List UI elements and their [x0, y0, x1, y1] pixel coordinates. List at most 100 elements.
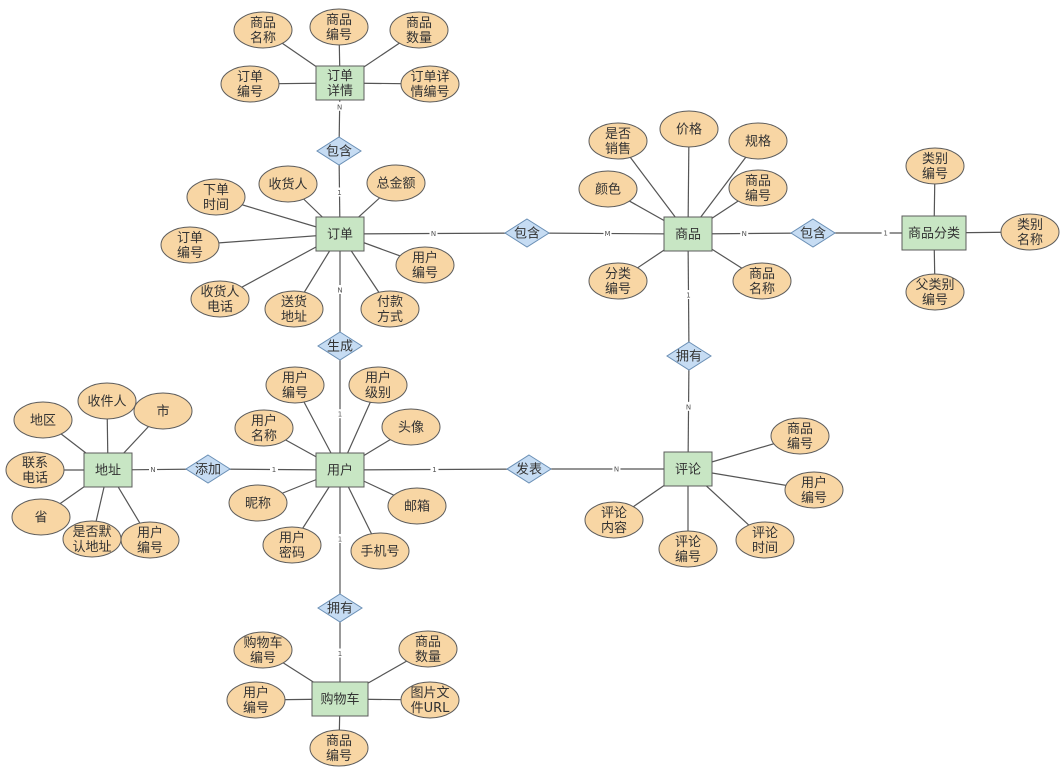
- attribute-order-total: 总金额: [366, 164, 426, 202]
- attribute-label: 用户名称: [251, 413, 277, 444]
- attribute-label: 分类编号: [605, 267, 631, 297]
- attribute-cart-product-id: 商品编号: [309, 729, 369, 767]
- relationship-label: 拥有: [327, 602, 353, 617]
- attribute-label: 收件人: [87, 395, 126, 410]
- attribute-label: 商品名称: [250, 16, 276, 46]
- entity-label: 购物车: [320, 692, 359, 708]
- attribute-label: 用户编号: [137, 525, 163, 556]
- attribute-label: 送货地址: [281, 294, 307, 325]
- attribute-label: 商品名称: [749, 267, 775, 297]
- entity-order-detail: 订单详情: [315, 65, 365, 101]
- entities: 订单详情订单商品商品分类地址用户评论购物车: [83, 65, 967, 717]
- attribute-label: 商品数量: [415, 635, 441, 665]
- attribute-label: 联系电话: [22, 456, 48, 486]
- entity-label: 地址: [95, 464, 121, 479]
- attribute-label: 商品数量: [406, 16, 432, 46]
- attribute-label: 订单编号: [177, 231, 203, 261]
- relationship-label: 包含: [514, 226, 540, 242]
- attribute-cart-cart-id: 购物车编号: [233, 631, 293, 669]
- attribute-label: 下单时间: [203, 183, 229, 213]
- cardinality-mask: [336, 285, 344, 294]
- attribute-user-password: 用户密码: [262, 526, 322, 564]
- entity-order: 订单: [315, 216, 365, 252]
- attribute-user-avatar: 头像: [381, 408, 441, 446]
- attributes: 商品名称商品编号商品数量订单编号订单详情编号下单时间收货人总金额订单编号用户编号…: [5, 8, 1060, 767]
- attribute-label: 评论编号: [675, 535, 701, 565]
- relationship-generates: 生成: [317, 331, 363, 361]
- cardinality-mask: [336, 534, 344, 543]
- cardinality-n: N: [614, 466, 619, 474]
- cardinality-mask: [612, 464, 621, 473]
- attribute-order-detail-product-id: 商品编号: [309, 8, 369, 46]
- attribute-label: 商品编号: [745, 174, 771, 204]
- entity-label: 订单: [327, 228, 353, 243]
- relationship-contains-product: 包含: [504, 218, 550, 248]
- attribute-product-product-id: 商品编号: [728, 169, 788, 207]
- attribute-label: 昵称: [245, 497, 271, 512]
- cardinality-n: N: [742, 230, 747, 238]
- entity-label: 商品: [675, 228, 701, 243]
- relationship-label: 发表: [516, 462, 542, 478]
- attribute-order-user-id: 用户编号: [395, 246, 455, 284]
- cardinality-mask: [684, 401, 693, 411]
- attribute-label: 用户编号: [282, 370, 308, 401]
- cardinality-mask: [336, 409, 344, 419]
- attribute-label: 付款方式: [377, 295, 403, 325]
- attribute-product-price: 价格: [659, 110, 719, 148]
- attribute-label: 邮箱: [404, 499, 430, 515]
- attribute-label: 颜色: [595, 182, 621, 198]
- connector-lines: [35, 26, 1031, 749]
- attribute-label: 收货人: [268, 177, 307, 193]
- attribute-order-order-id: 订单编号: [160, 226, 220, 264]
- relationship-adds: 添加: [185, 454, 231, 484]
- attribute-order-receiver-phone: 收货人电话: [190, 280, 250, 318]
- relationship-has-cart: 拥有: [317, 593, 363, 623]
- attribute-label: 是否销售: [605, 127, 631, 157]
- cardinality-mask: [335, 187, 344, 197]
- attribute-label: 用户级别: [365, 370, 391, 401]
- entity-product: 商品: [663, 216, 713, 252]
- attribute-label: 评论时间: [752, 526, 778, 556]
- attribute-review-user-id: 用户编号: [784, 471, 844, 509]
- attribute-order-detail-quantity: 商品数量: [389, 11, 449, 49]
- attribute-label: 商品编号: [326, 734, 352, 764]
- attribute-label: 类别编号: [922, 152, 948, 182]
- attribute-label: 商品编号: [326, 13, 352, 43]
- attribute-label: 购物车编号: [243, 635, 282, 666]
- cardinality-mask: [270, 464, 278, 474]
- cardinality-mask: [336, 648, 344, 658]
- relationship-has-review: 拥有: [666, 341, 712, 371]
- attribute-category-category-id: 类别编号: [905, 147, 965, 185]
- attribute-label: 评论内容: [601, 506, 627, 536]
- attribute-order-receiver: 收货人: [258, 165, 318, 203]
- cardinality-mask: [603, 228, 612, 238]
- cardinality-n: N: [337, 287, 342, 295]
- attribute-user-user-id: 用户编号: [265, 366, 325, 404]
- attribute-order-detail-detail-id: 订单详情编号: [400, 65, 460, 103]
- attribute-order-payment: 付款方式: [360, 290, 420, 328]
- entity-user: 用户: [315, 452, 365, 488]
- attribute-user-mobile: 手机号: [350, 532, 410, 570]
- attribute-order-detail-product-name: 商品名称: [233, 11, 293, 49]
- attribute-label: 规格: [745, 134, 771, 150]
- cardinality-mask: [684, 290, 693, 299]
- entity-label: 商品分类: [908, 227, 960, 242]
- cardinality-n: N: [431, 230, 436, 238]
- attribute-category-category-name: 类别名称: [1000, 213, 1060, 251]
- attribute-address-region: 地区: [13, 401, 73, 439]
- attribute-label: 用户编号: [801, 475, 827, 506]
- attribute-review-review-id: 评论编号: [658, 530, 718, 568]
- attribute-product-on-sale: 是否销售: [588, 122, 648, 160]
- cardinality-one: 1: [338, 411, 342, 419]
- cardinality-m: M: [604, 230, 610, 238]
- cardinality-mask: [335, 101, 344, 111]
- attribute-label: 用户编号: [243, 685, 269, 716]
- relationship-label: 添加: [195, 463, 221, 478]
- attribute-address-user-id: 用户编号: [120, 521, 180, 559]
- attribute-label: 父类别编号: [915, 278, 954, 308]
- attribute-label: 市: [156, 404, 169, 420]
- cardinality-one: 1: [272, 466, 276, 474]
- attribute-address-city: 市: [133, 392, 193, 430]
- attribute-label: 收货人电话: [200, 284, 239, 315]
- attribute-label: 手机号: [360, 545, 399, 560]
